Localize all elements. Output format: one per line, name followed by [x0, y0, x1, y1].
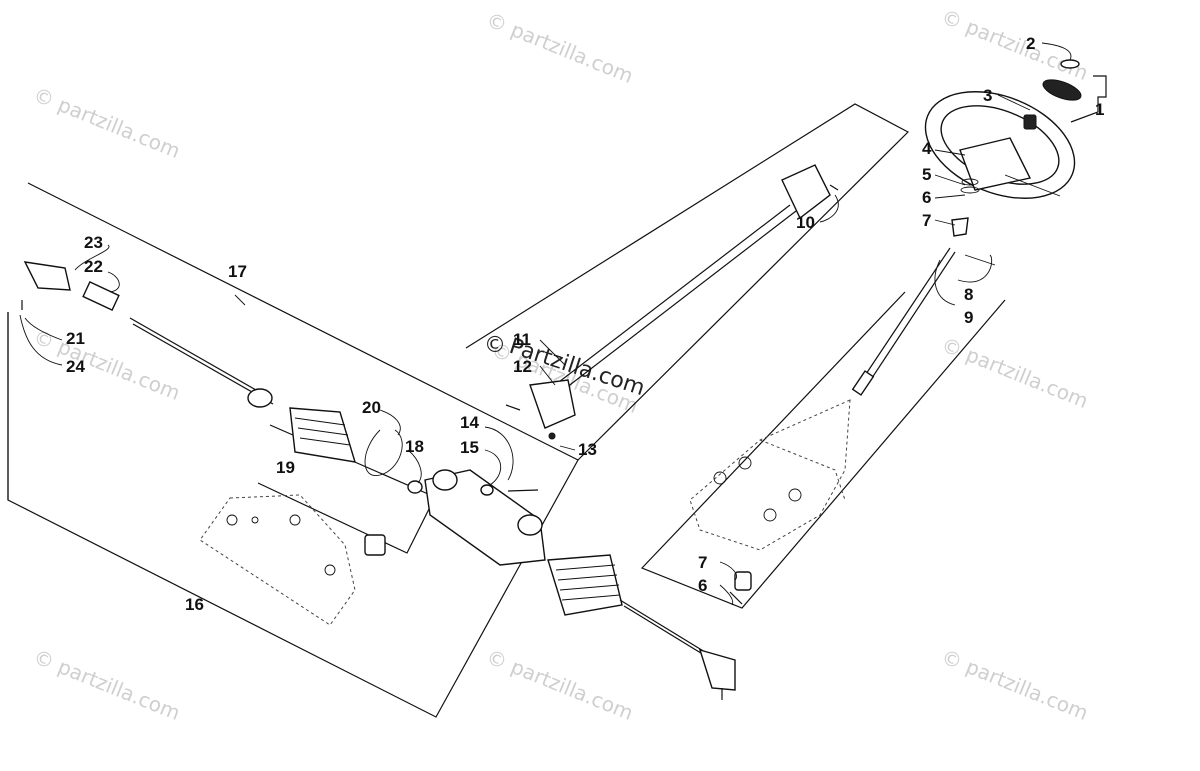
- callout-13: 13: [578, 440, 597, 459]
- watermark: © partzilla.com: [483, 7, 637, 88]
- callout-2: 2: [1026, 34, 1035, 53]
- callout-23: 23: [84, 233, 103, 252]
- callout-8: 8: [964, 285, 973, 304]
- callout-19: 19: [276, 458, 295, 477]
- watermark: © partzilla.com: [30, 644, 184, 725]
- column-bracket: [689, 399, 851, 551]
- bracket-1: [1070, 75, 1107, 123]
- callout-18: 18: [405, 437, 424, 456]
- tie-rod-end-left: [23, 261, 71, 291]
- callout-6-lower: 6: [698, 576, 707, 595]
- watermark: © partzilla.com: [483, 644, 637, 725]
- callout-9: 9: [964, 308, 973, 327]
- shaft-assembly-outline: [465, 103, 910, 461]
- callout-5: 5: [922, 165, 931, 184]
- wheel-hub: [959, 137, 1032, 191]
- callout-24: 24: [66, 357, 85, 376]
- assembly-outlines: [7, 75, 1107, 718]
- callout-17: 17: [228, 262, 247, 281]
- u-joint-lower: [529, 379, 576, 429]
- steering-wheel-assembly: [924, 59, 1082, 237]
- emblem: [1060, 59, 1080, 69]
- callout-1: 1: [1095, 100, 1104, 119]
- callout-6: 6: [922, 188, 931, 207]
- rack-housing: [424, 469, 546, 566]
- callout-12: 12: [513, 357, 532, 376]
- tie-rod-end-right: [698, 648, 736, 691]
- callout-7-lower: 7: [698, 553, 707, 572]
- watermark: © partzilla.com: [938, 644, 1092, 725]
- boot-right: [547, 554, 623, 616]
- watermark: © partzilla.com: [938, 332, 1092, 413]
- callout-15: 15: [460, 438, 479, 457]
- nut-3: [1023, 114, 1037, 130]
- watermark: © partzilla.com: [30, 82, 184, 163]
- bushing-7-bottom: [734, 571, 752, 591]
- callout-16: 16: [185, 595, 204, 614]
- callout-labels: 1 2 3 4 5 6 7 8 9 10 11 12 13 14 15 16 1…: [66, 34, 1104, 614]
- steering-column: [689, 247, 996, 605]
- callout-10: 10: [796, 213, 815, 232]
- rack-mount-plate: [199, 494, 356, 626]
- callout-3: 3: [983, 86, 992, 105]
- watermark: © partzilla.com: [938, 4, 1092, 85]
- boot-left: [289, 407, 356, 463]
- callout-21: 21: [66, 329, 85, 348]
- u-joint-upper: [781, 164, 831, 220]
- jam-nut-22: [82, 281, 120, 311]
- callout-4: 4: [922, 139, 932, 158]
- leader-lines: [19, 42, 1072, 606]
- callout-11: 11: [513, 330, 531, 349]
- callout-7: 7: [922, 211, 931, 230]
- column-assembly-outline: [640, 291, 1006, 609]
- horn-cap: [1042, 79, 1082, 101]
- intermediate-shaft: [505, 164, 839, 440]
- bushing-7-top: [951, 217, 969, 237]
- callout-22: 22: [84, 257, 103, 276]
- callout-14: 14: [460, 413, 479, 432]
- copyright-symbol: ©: [484, 333, 506, 358]
- steering-rack: [21, 261, 736, 700]
- callout-20: 20: [362, 398, 381, 417]
